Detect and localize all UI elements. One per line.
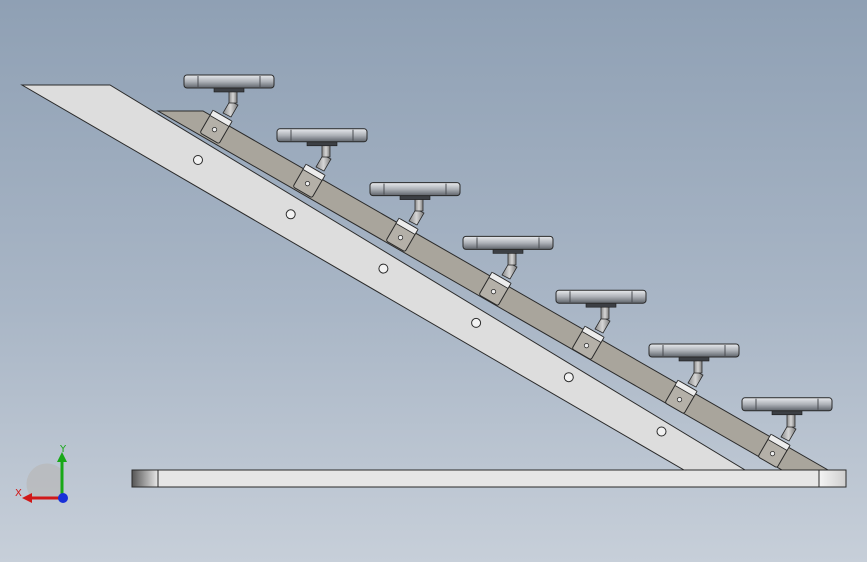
stringer-hole — [656, 426, 667, 437]
z-axis-dot — [58, 493, 68, 503]
step-post — [315, 154, 332, 172]
stair-steps — [183, 74, 833, 468]
stair-step — [183, 74, 275, 144]
bracket-clamp — [581, 325, 605, 343]
y-axis-label: Y — [59, 444, 67, 455]
step-post — [501, 262, 518, 280]
stringer-hole — [471, 317, 482, 328]
tread-hub — [213, 87, 245, 93]
tread-hub — [585, 302, 617, 308]
bracket-clamp — [674, 379, 698, 397]
stair-step — [741, 397, 833, 468]
stair-step — [369, 182, 461, 252]
bracket-bolt — [676, 396, 683, 403]
bracket-bolt — [304, 180, 311, 187]
step-post — [594, 316, 611, 334]
step-tread — [369, 182, 461, 197]
stringer-hole — [563, 372, 574, 383]
stair-stringer[interactable] — [20, 84, 747, 471]
step-bracket — [293, 163, 326, 198]
stringer-hole — [193, 155, 203, 165]
step-tread — [462, 235, 554, 250]
step-post — [408, 208, 425, 226]
x-axis-label: X — [15, 488, 22, 499]
step-bracket — [572, 325, 605, 360]
bracket-clamp — [209, 109, 233, 127]
tread-hub — [771, 410, 803, 416]
tread-hub — [678, 356, 710, 362]
stair-step — [555, 289, 647, 360]
step-tread — [276, 128, 368, 143]
base-plate[interactable] — [131, 469, 847, 488]
y-axis-head — [57, 452, 67, 462]
step-tread — [555, 289, 647, 304]
tread-hub — [399, 195, 431, 200]
bracket-clamp — [488, 271, 512, 289]
step-bracket — [200, 109, 233, 144]
step-tread — [648, 343, 740, 358]
bracket-bolt — [397, 234, 404, 241]
bracket-bolt — [769, 450, 776, 457]
bracket-clamp — [395, 217, 419, 235]
step-post — [780, 424, 797, 442]
bracket-bolt — [490, 288, 497, 295]
step-post — [222, 100, 239, 118]
bracket-bolt — [583, 342, 590, 349]
bracket-clamp — [302, 163, 326, 181]
step-bracket — [386, 217, 419, 252]
bracket-bolt — [211, 126, 218, 133]
axis-triad: Y X — [15, 444, 68, 503]
step-bracket — [665, 379, 698, 414]
step-post — [687, 370, 704, 388]
stringer-hole — [378, 263, 389, 274]
bracket-clamp — [767, 433, 791, 451]
stringer-hole — [285, 209, 296, 220]
x-axis-head — [22, 493, 32, 503]
step-tread — [741, 397, 833, 412]
step-bracket — [479, 271, 512, 306]
stair-step — [462, 235, 554, 306]
stair-step — [648, 343, 740, 414]
stringer-holes — [193, 155, 667, 437]
tread-hub — [492, 249, 524, 254]
triad-plane — [26, 463, 62, 498]
stair-step — [276, 128, 368, 198]
tread-hub — [306, 141, 338, 147]
step-bracket — [758, 433, 791, 468]
step-tread — [183, 74, 275, 89]
